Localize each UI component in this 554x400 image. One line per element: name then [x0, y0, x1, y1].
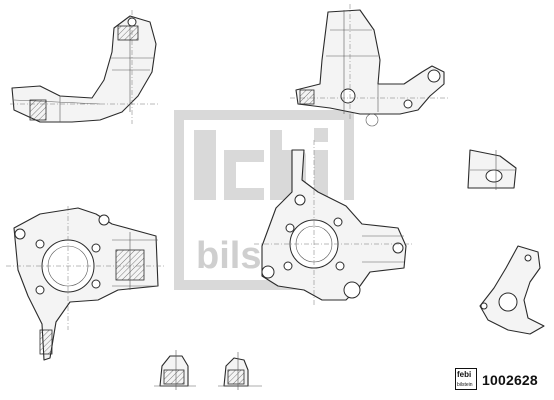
view-left-knuckle: [6, 206, 164, 361]
view-center-knuckle: [254, 140, 412, 306]
view-top-left-arm: [10, 10, 160, 124]
brand-logo-icon: febi bilstein: [455, 368, 477, 390]
view-bottom-right-knuckle: [479, 245, 545, 335]
brand-logo-subtext: bilstein: [457, 382, 473, 388]
view-bottom-sections: [154, 350, 262, 390]
part-number: 1002628: [482, 372, 538, 388]
brand-logo-text: febi: [457, 370, 472, 379]
view-top-center-knuckle: [290, 4, 450, 127]
view-right-detail: [467, 149, 517, 190]
